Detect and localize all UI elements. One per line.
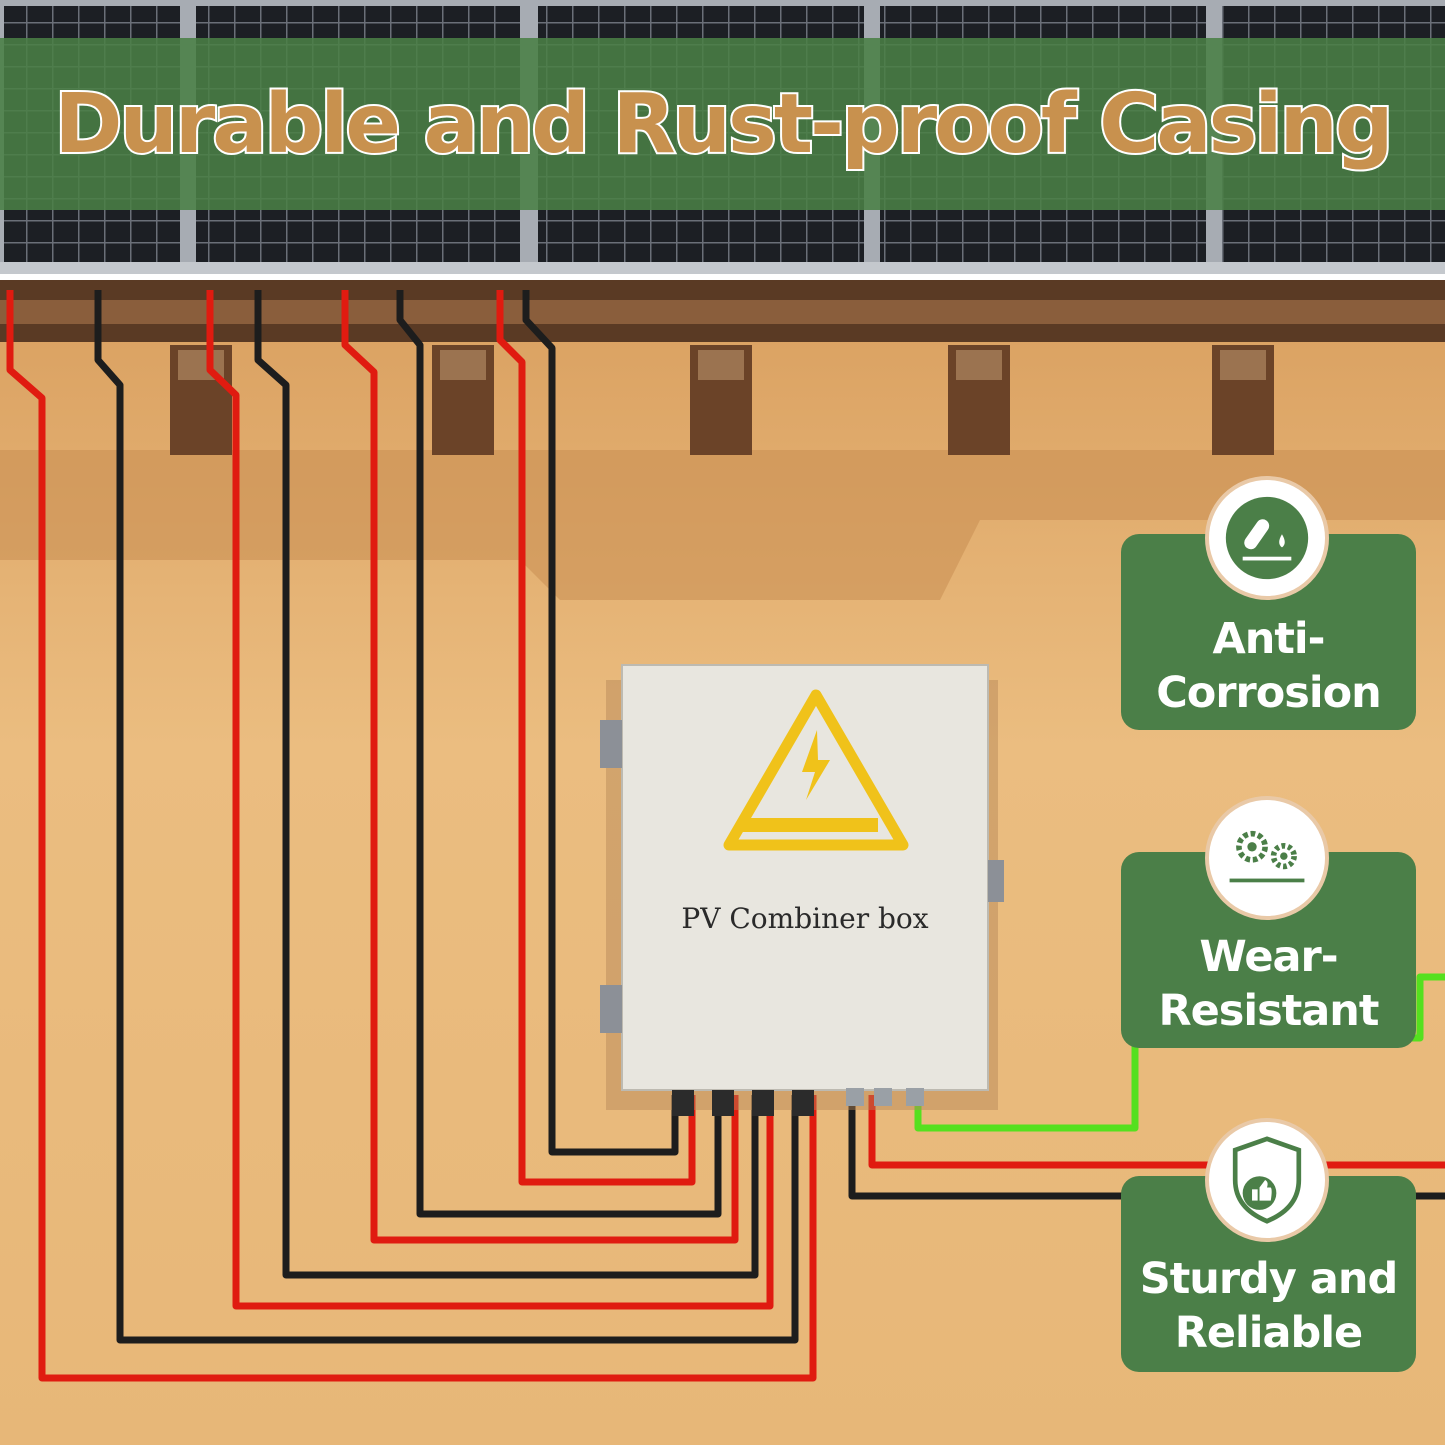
- roof-shadow: [0, 450, 1445, 600]
- high-voltage-warning-icon: [723, 689, 909, 851]
- combiner-box-label: PV Combiner box: [681, 902, 929, 935]
- feature-label: Sturdy and Reliable: [1139, 1254, 1399, 1358]
- feature-label: Anti- Corrosion: [1156, 614, 1382, 718]
- chemical-drip-icon: [1205, 476, 1329, 600]
- connector-glands: [672, 1090, 814, 1116]
- page-title: Durable and Rust-proof Casing: [0, 38, 1445, 210]
- shield-thumbs-up-icon: [1205, 1118, 1329, 1242]
- title-banner: [0, 38, 1445, 210]
- combiner-box: [600, 664, 1004, 1116]
- feature-label: Wear- Resistant: [1158, 932, 1380, 1036]
- page-title-text: Durable and Rust-proof Casing: [52, 75, 1395, 174]
- feature-badge-anti-corrosion: Anti- Corrosion: [1121, 534, 1416, 730]
- gears-icon: [1205, 796, 1329, 920]
